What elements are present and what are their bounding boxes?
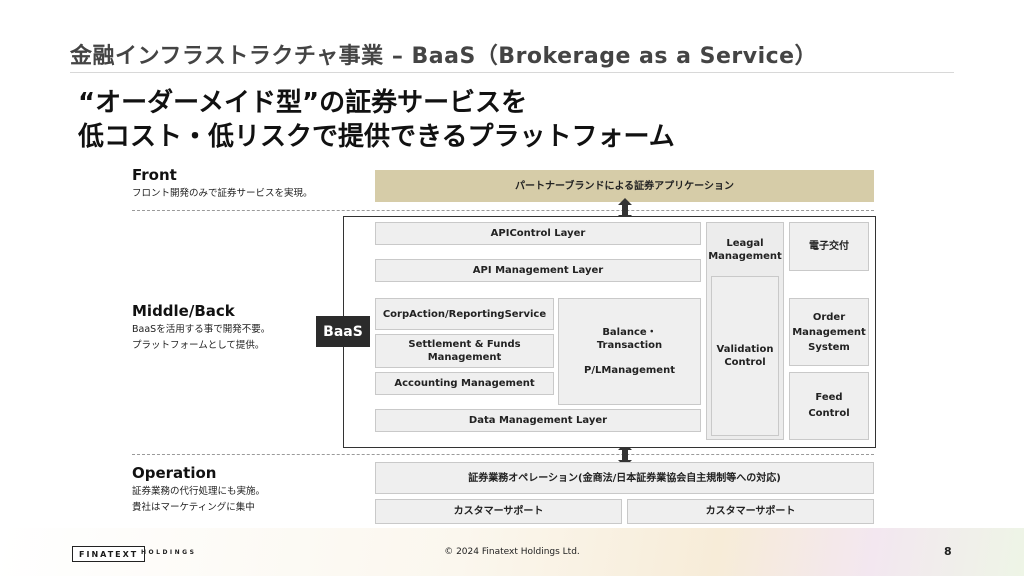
footer-band [0,528,1024,576]
section-front: Front フロント開発のみで証券サービスを実現。 [132,166,313,202]
legal-line-2: Management [708,251,782,262]
balance-transaction-pl: Balance・ Transaction P/LManagement [558,298,701,405]
slide-title: 金融インフラストラクチャ事業 – BaaS（Brokerage as a Ser… [70,44,818,69]
section-front-title: Front [132,166,177,184]
operation-bar: 証券業務オペレーション(金商法/日本証券業協会自主規制等への対応) [375,462,874,494]
section-middle-title: Middle/Back [132,302,235,320]
page-number: 8 [944,545,952,558]
double-arrow-icon [618,443,632,467]
section-middle: Middle/Back BaaSを活用する事で開発不要。 プラットフォームとして… [132,302,270,354]
divider-front-middle [132,210,874,211]
section-operation-title: Operation [132,464,217,482]
section-middle-desc-1: BaaSを活用する事で開発不要。 [132,324,271,335]
order-line-1: Order [812,311,846,323]
order-line-2: Management [792,326,866,338]
corp-action-reporting-service: CorpAction/ReportingService [375,298,554,330]
customer-support-right: カスタマーサポート [627,499,874,524]
holdings-logo-text: HOLDINGS [141,549,197,556]
section-operation-desc-2: 貴社はマーケティングに集中 [132,502,255,513]
section-middle-desc-2: プラットフォームとして提供。 [132,340,265,351]
balance-line-3: P/LManagement [584,365,675,376]
validation-line-2: Control [724,357,766,368]
feed-control: Feed Control [789,372,869,440]
order-line-3: System [808,341,850,353]
settlement-line-1: Settlement & Funds [408,339,521,350]
api-management-layer: API Management Layer [375,259,701,282]
legal-management-label: Leagal Management [708,237,782,263]
section-front-desc: フロント開発のみで証券サービスを実現。 [132,188,313,199]
settlement-line-2: Management [427,352,502,363]
validation-line-1: Validation [716,344,774,355]
front-application-bar: パートナーブランドによる証券アプリケーション [375,170,874,202]
data-management-layer: Data Management Layer [375,409,701,432]
headline-line-2: 低コスト・低リスクで提供できるプラットフォーム [78,122,675,152]
validation-control: Validation Control [711,276,779,436]
divider-middle-operation [132,454,874,455]
baas-label: BaaS [316,316,370,347]
order-management-system: Order Management System [789,298,869,366]
finatext-logo: FINATEXT [72,546,146,562]
headline-line-1: “オーダーメイド型”の証券サービスを [78,88,528,118]
feed-line-1: Feed [815,392,843,403]
section-operation-desc-1: 証券業務の代行処理にも実施。 [132,486,266,497]
api-control-layer: APIControl Layer [375,222,701,245]
settlement-funds-management: Settlement & Funds Management [375,334,554,368]
accounting-management: Accounting Management [375,372,554,395]
title-divider [70,72,954,73]
balance-line-1: Balance・ [602,327,657,338]
balance-line-2: Transaction [596,340,663,351]
electronic-delivery: 電子交付 [789,222,869,271]
customer-support-left: カスタマーサポート [375,499,622,524]
feed-line-2: Control [808,408,850,419]
section-operation: Operation 証券業務の代行処理にも実施。 貴社はマーケティングに集中 [132,464,265,516]
copyright: © 2024 Finatext Holdings Ltd. [444,547,580,557]
headline: “オーダーメイド型”の証券サービスを 低コスト・低リスクで提供できるプラットフォ… [78,86,675,154]
legal-line-1: Leagal [726,238,764,249]
